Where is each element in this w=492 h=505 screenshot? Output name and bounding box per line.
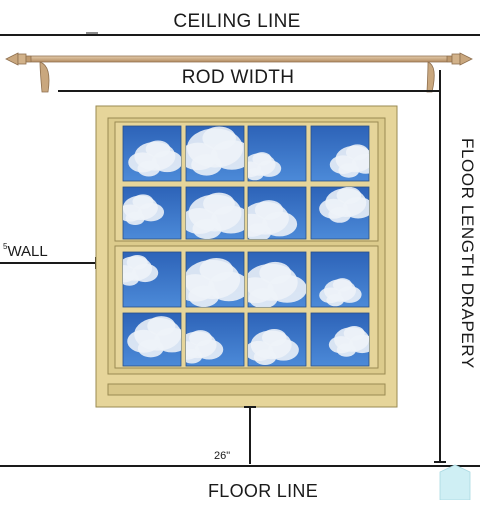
window-pane — [247, 125, 307, 182]
window-pane — [122, 186, 182, 240]
window-panes — [122, 125, 370, 367]
window-pane — [185, 186, 245, 240]
wall-measure-prefix: 5 — [3, 242, 8, 251]
corner-accent — [439, 464, 471, 501]
finial-icon — [446, 52, 473, 66]
window — [95, 105, 398, 408]
window-pane — [310, 312, 370, 367]
window-pane — [310, 125, 370, 182]
window-pane — [122, 251, 182, 308]
window-pane — [122, 312, 182, 367]
finial-icon — [5, 52, 32, 66]
wall-label: 5WALL — [3, 242, 48, 260]
window-pane — [310, 251, 370, 308]
window-pane — [185, 251, 245, 308]
wall-text: WALL — [7, 243, 48, 260]
rod-width-label: ROD WIDTH — [181, 67, 295, 88]
window-pane — [185, 125, 245, 182]
ceiling-line-label: CEILING LINE — [173, 11, 301, 32]
window-pane — [185, 312, 245, 367]
floor-line-label: FLOOR LINE — [207, 481, 319, 501]
sill-to-floor-measurement: 26" — [214, 450, 231, 462]
window-pane — [310, 186, 370, 240]
window-pane — [122, 125, 182, 182]
floor-length-drapery-label: FLOOR LENGTH DRAPERY — [458, 138, 477, 369]
window-pane — [247, 312, 307, 367]
window-pane — [247, 186, 307, 240]
window-pane — [247, 251, 307, 308]
